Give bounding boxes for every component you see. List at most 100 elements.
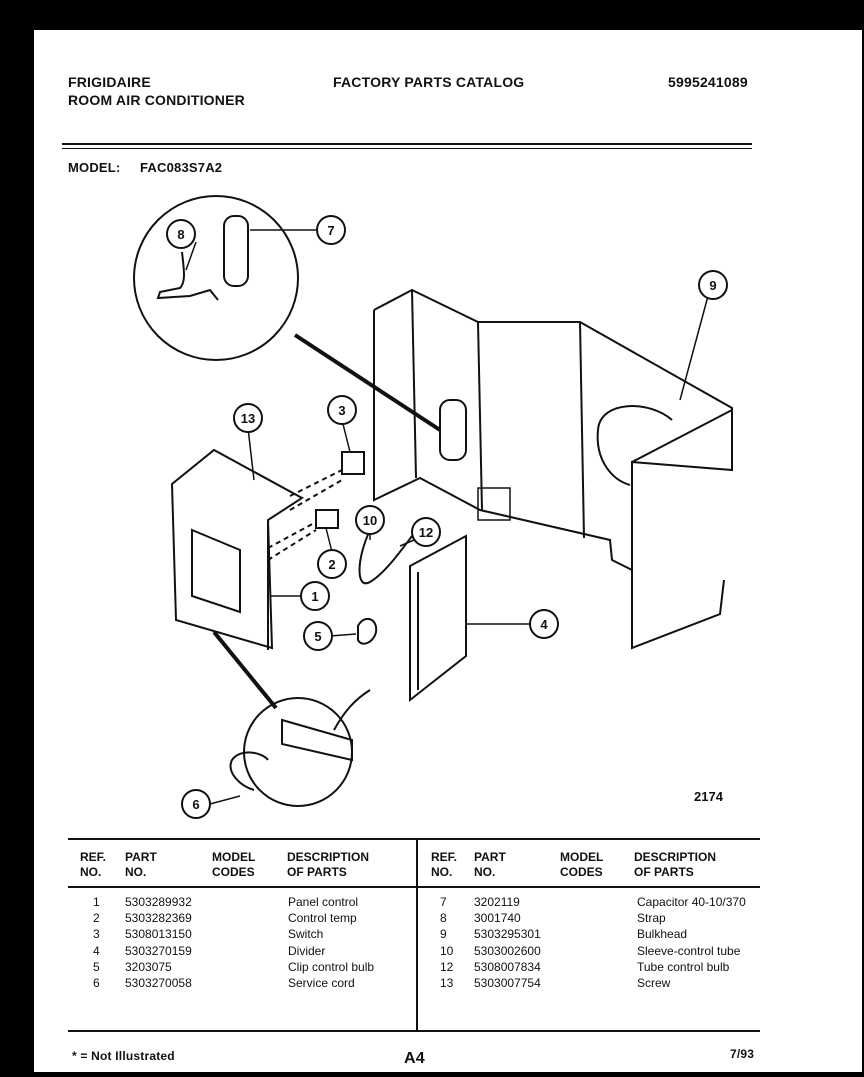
table-row-desc: Sleeve-control tube [637, 943, 741, 958]
table-row-desc: Panel control [288, 895, 359, 909]
table-row-ref: 12 [440, 959, 454, 974]
table-row-desc: Control temp [288, 911, 357, 926]
table-row-desc: Screw [637, 975, 671, 990]
table-row-ref: 6 [93, 975, 100, 990]
table-row-ref: 4 [93, 943, 100, 958]
callout-1 [300, 581, 330, 611]
service-cord-shape [229, 751, 269, 791]
table-row-ref: 3 [93, 927, 100, 942]
callout-10-label: 10 [363, 513, 377, 528]
callout-3-label: 3 [338, 403, 345, 418]
table-row-desc: Clip control bulb [288, 959, 375, 974]
table-row-desc: Strap [637, 911, 666, 926]
figure-number: 2174 [694, 789, 724, 804]
table-row-ref: 5 [93, 959, 100, 974]
clip-shape [357, 617, 378, 645]
th-ref-right: REF.NO. [431, 850, 458, 879]
callout-5-label: 5 [314, 629, 321, 644]
callout-8 [166, 219, 196, 249]
callout-4-label: 4 [540, 617, 548, 632]
temp-control-shape [315, 509, 339, 529]
callout-12-label: 12 [419, 525, 433, 540]
callout-2-label: 2 [328, 557, 335, 572]
header-rule [62, 143, 752, 145]
page-code: A4 [404, 1050, 425, 1067]
table-row-ref: 7 [440, 895, 447, 909]
detail-circle-capacitor [133, 195, 299, 361]
callout-5 [303, 621, 333, 651]
table-row-desc: Bulkhead [637, 927, 688, 942]
model-value: FAC083S7A2 [140, 160, 223, 175]
table-center-rule [416, 838, 418, 1032]
table-header-rule [68, 886, 760, 888]
terminal-block-shape [477, 487, 511, 521]
bulkhead-shape [373, 288, 733, 650]
callout-7-label: 7 [327, 223, 334, 238]
table-row-part: 5303295301 [474, 927, 541, 942]
left-ref-column: 1 2 3 4 5 6 [93, 894, 100, 991]
table-row-ref: 9 [440, 927, 447, 942]
model-label: MODEL: [68, 160, 121, 175]
table-row-ref: 1 [93, 895, 100, 909]
table-row-desc: Service cord [288, 975, 355, 990]
right-part-column: 3202119 3001740 5303295301 5303002600 53… [474, 894, 541, 991]
catalog-sheet [34, 30, 862, 1072]
table-row-ref: 8 [440, 911, 447, 926]
callout-9 [698, 270, 728, 300]
table-row-part: 5308007834 [474, 959, 541, 974]
callout-6-label: 6 [192, 797, 199, 812]
divider-shape [409, 534, 467, 703]
callout-13 [233, 403, 263, 433]
header-rule-thin [62, 148, 752, 149]
table-row-part: 5303270058 [125, 975, 192, 990]
table-row-ref: 10 [440, 943, 454, 958]
callout-13-label: 13 [241, 411, 255, 426]
left-desc-column: Panel control Control temp Switch Divide… [288, 894, 374, 991]
th-ref-left: REF.NO. [80, 850, 107, 879]
callout-2 [317, 549, 347, 579]
callout-4 [529, 609, 559, 639]
table-top-rule [68, 838, 760, 840]
callout-9-label: 9 [709, 278, 716, 293]
table-row-desc: Tube control bulb [637, 959, 730, 974]
table-row-part: 5308013150 [125, 927, 192, 942]
table-row-desc: Capacitor 40-10/370 [637, 895, 746, 909]
callout-8-label: 8 [177, 227, 184, 242]
table-row-part: 5303002600 [474, 943, 541, 958]
table-row-part: 5303289932 [125, 895, 192, 909]
sleeve-tube-shape [358, 529, 413, 585]
callout-3 [327, 395, 357, 425]
callout-7 [316, 215, 346, 245]
capacitor-detail-shape [223, 215, 249, 287]
strap-detail-shape [156, 251, 219, 301]
left-part-column: 5303289932 5303282369 5308013150 5303270… [125, 894, 192, 991]
capacitor-shape [439, 399, 467, 461]
table-row-part: 5303007754 [474, 975, 541, 990]
table-row-ref: 13 [440, 975, 454, 990]
switch-shape [341, 451, 365, 475]
table-row-part: 3202119 [474, 895, 520, 909]
catalog-number: 5995241089 [668, 74, 748, 90]
callout-12 [411, 517, 441, 547]
brand-name: FRIGIDAIRE [68, 74, 151, 90]
callout-6 [181, 789, 211, 819]
catalog-date: 7/93 [730, 1047, 755, 1061]
table-row-part: 3001740 [474, 911, 521, 926]
detail-circle-cord [243, 697, 353, 807]
table-row-ref: 2 [93, 911, 100, 926]
table-row-desc: Divider [288, 943, 326, 958]
callout-1-label: 1 [311, 589, 318, 604]
catalog-title: FACTORY PARTS CATALOG [333, 74, 525, 90]
product-name: ROOM AIR CONDITIONER [68, 92, 245, 108]
table-row-part: 5303270159 [125, 943, 192, 958]
not-illustrated-note: * = Not Illustrated [72, 1049, 175, 1063]
table-row-part: 3203075 [125, 959, 172, 974]
callout-10 [355, 505, 385, 535]
table-row-desc: Switch [288, 927, 324, 942]
